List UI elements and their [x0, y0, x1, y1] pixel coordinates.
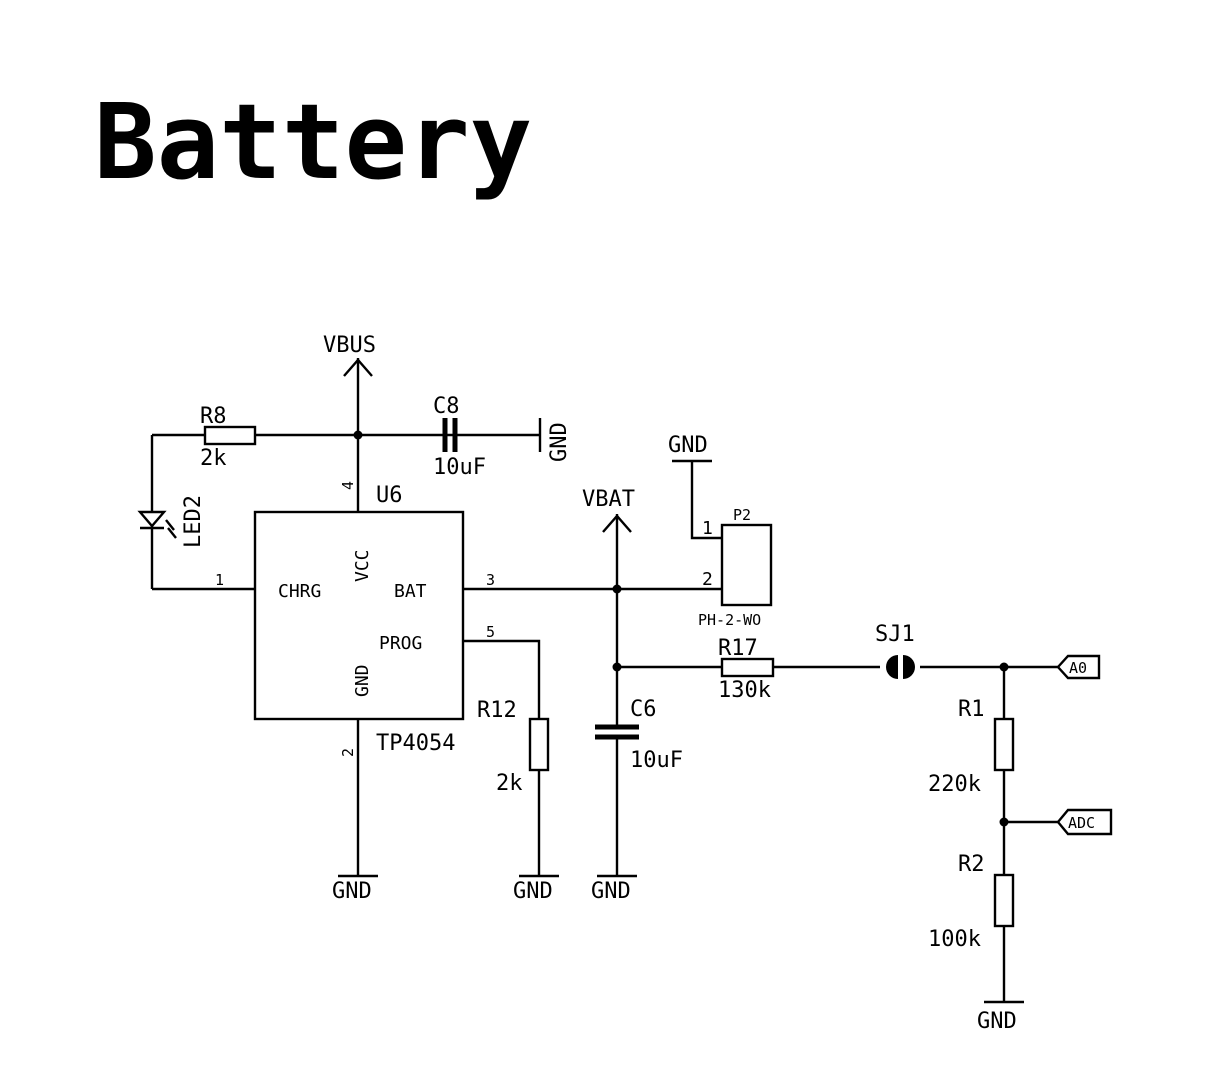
r8-resistor: R8 2k — [200, 404, 257, 471]
r12-ref: R12 — [477, 698, 517, 723]
r8-value: 2k — [200, 446, 227, 471]
p2-connector: GND P2 PH-2-WO 1 2 — [668, 433, 773, 629]
adc-label: ADC — [1068, 814, 1095, 832]
u6-pin-number-3: 3 — [486, 571, 495, 589]
u6-gnd-label: GND — [332, 879, 372, 904]
sj1-ref: SJ1 — [875, 622, 915, 647]
r12-gnd-label: GND — [513, 879, 553, 904]
led2-ref: LED2 — [181, 495, 206, 548]
r2-ref: R2 — [958, 852, 985, 877]
sj1-solder-jumper: SJ1 — [875, 622, 920, 679]
r8-ref: R8 — [200, 404, 227, 429]
p2-pin-1: 1 — [702, 518, 713, 539]
r12-value: 2k — [496, 771, 523, 796]
c6-value: 10uF — [630, 748, 683, 773]
vbat-supply-symbol: VBAT — [582, 487, 635, 589]
c6-gnd-label: GND — [591, 879, 631, 904]
u6-pin-vcc: VCC — [352, 549, 373, 582]
u6-pin-number-5: 5 — [486, 623, 495, 641]
r2-gnd-symbol: GND — [977, 1000, 1024, 1034]
p2-gnd-label: GND — [668, 433, 708, 458]
r2-gnd-label: GND — [977, 1009, 1017, 1034]
r2-value: 100k — [928, 927, 981, 952]
p2-pin-2: 2 — [702, 569, 713, 590]
page-title: Battery — [94, 81, 532, 203]
u6-charger-ic: U6 TP4054 CHRG BAT PROG VCC GND 1 3 5 4 … — [215, 481, 495, 757]
a0-label: A0 — [1069, 659, 1087, 677]
p2-ref: P2 — [733, 506, 751, 524]
r17-value: 130k — [718, 678, 771, 703]
c6-ref: C6 — [630, 697, 657, 722]
r12-resistor: R12 2k GND — [463, 639, 559, 904]
r1-value: 220k — [928, 772, 981, 797]
u6-value: TP4054 — [376, 731, 455, 756]
r17-ref: R17 — [718, 636, 758, 661]
c6-capacitor: C6 10uF GND — [591, 589, 683, 904]
r2-resistor: R2 100k — [928, 852, 1015, 952]
p2-value: PH-2-WO — [698, 611, 761, 629]
r1-ref: R1 — [958, 697, 985, 722]
u6-gnd-symbol: GND — [332, 719, 378, 904]
r17-resistor: R17 130k — [718, 636, 775, 703]
u6-pin-chrg: CHRG — [278, 581, 321, 602]
u6-pin-bat: BAT — [394, 581, 427, 602]
u6-pin-number-1: 1 — [215, 571, 224, 589]
u6-ref: U6 — [376, 483, 403, 508]
c8-ref: C8 — [433, 394, 460, 419]
u6-pin-prog: PROG — [379, 633, 422, 654]
c8-value: 10uF — [433, 455, 486, 480]
led2-diode: LED2 — [137, 435, 255, 591]
u6-pin-number-4: 4 — [339, 481, 357, 490]
r1-resistor: R1 220k — [928, 697, 1015, 797]
c8-gnd-label: GND — [547, 422, 572, 462]
a0-net-label: A0 — [1056, 654, 1101, 680]
u6-pin-gnd: GND — [352, 664, 373, 697]
vbat-label: VBAT — [582, 487, 635, 512]
vbus-label: VBUS — [323, 333, 376, 358]
adc-net-label: ADC — [1056, 808, 1113, 836]
vbus-junction — [353, 430, 363, 440]
u6-pin-number-2: 2 — [339, 748, 357, 757]
c8-capacitor: C8 10uF GND — [433, 394, 572, 480]
